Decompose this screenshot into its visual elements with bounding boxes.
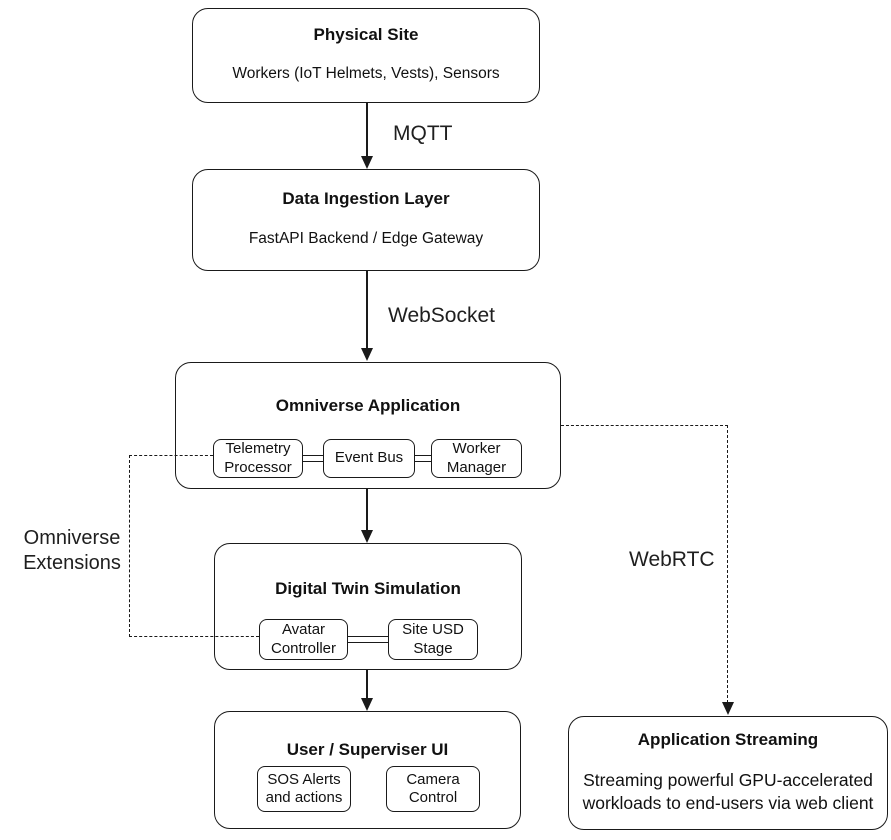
connector-eventbus-workermanager [415, 455, 431, 462]
edge-mqtt-label: MQTT [391, 121, 455, 148]
node-application-streaming: Application Streaming Streaming powerful… [568, 716, 888, 830]
node-camera-control: Camera Control [386, 766, 480, 812]
edge-extensions-vertical-segment [129, 455, 130, 637]
node-telemetry-processor: Telemetry Processor [213, 439, 303, 478]
edge-twin-to-ui-arrowhead-icon [361, 698, 373, 711]
edge-webrtc-label: WebRTC [627, 547, 717, 574]
digital-twin-title: Digital Twin Simulation [275, 579, 461, 598]
edge-websocket-arrowhead-icon [361, 348, 373, 361]
edge-extensions-bottom-segment [129, 636, 259, 637]
event-bus-label: Event Bus [334, 449, 404, 467]
node-avatar-controller: Avatar Controller [259, 619, 348, 660]
edge-webrtc-vertical-segment [727, 425, 728, 703]
application-streaming-title: Application Streaming [637, 730, 819, 749]
edge-webrtc-horizontal-segment [561, 425, 728, 426]
node-physical-site: Physical Site Workers (IoT Helmets, Vest… [192, 8, 540, 103]
physical-site-title: Physical Site [313, 25, 419, 44]
telemetry-processor-label: Telemetry Processor [224, 440, 292, 476]
sos-alerts-label: SOS Alerts and actions [265, 770, 343, 806]
site-usd-stage-label: Site USD Stage [402, 621, 464, 657]
application-streaming-subtitle: Streaming powerful GPU-accelerated workl… [582, 770, 874, 814]
edge-twin-to-ui-line [366, 670, 368, 699]
data-ingestion-title: Data Ingestion Layer [282, 189, 450, 208]
node-site-usd-stage: Site USD Stage [388, 619, 478, 660]
edge-app-to-twin-arrowhead-icon [361, 530, 373, 543]
node-worker-manager: Worker Manager [431, 439, 522, 478]
node-event-bus: Event Bus [323, 439, 415, 478]
worker-manager-label: Worker Manager [446, 440, 507, 476]
data-ingestion-subtitle: FastAPI Backend / Edge Gateway [248, 230, 484, 248]
edge-mqtt-line [366, 103, 368, 156]
edge-extensions-label: Omniverse Extensions [20, 526, 124, 576]
edge-extensions-top-segment [129, 455, 213, 456]
edge-app-to-twin-line [366, 489, 368, 530]
node-sos-alerts: SOS Alerts and actions [257, 766, 351, 812]
node-data-ingestion-layer: Data Ingestion Layer FastAPI Backend / E… [192, 169, 540, 271]
edge-webrtc-arrowhead-icon [722, 702, 734, 715]
edge-mqtt-arrowhead-icon [361, 156, 373, 169]
supervisor-ui-title: User / Superviser UI [286, 740, 449, 759]
connector-telemetry-eventbus [303, 455, 323, 462]
connector-avatar-usdstage [348, 636, 388, 643]
omniverse-application-title: Omniverse Application [275, 396, 461, 415]
camera-control-label: Camera Control [406, 770, 460, 806]
edge-websocket-label: WebSocket [386, 303, 497, 330]
physical-site-subtitle: Workers (IoT Helmets, Vests), Sensors [232, 65, 500, 83]
avatar-controller-label: Avatar Controller [270, 621, 337, 657]
edge-websocket-line [366, 271, 368, 348]
